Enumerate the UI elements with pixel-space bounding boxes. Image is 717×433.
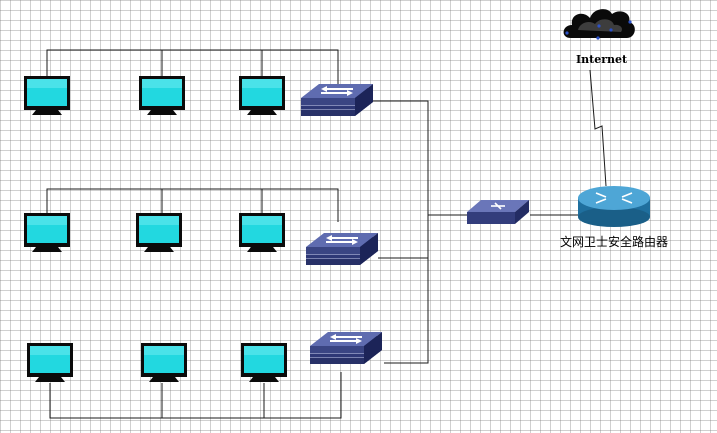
monitor-icon[interactable] (139, 76, 185, 115)
uplinks (372, 69, 607, 364)
core-switch-icon[interactable] (466, 199, 530, 225)
monitor-icon[interactable] (239, 76, 285, 115)
router-icon[interactable] (578, 186, 650, 227)
pc-row-1 (24, 76, 285, 115)
network-links (46, 49, 607, 419)
uplink-trunk (372, 100, 429, 364)
switch-icon[interactable] (305, 232, 379, 266)
link-router-internet (589, 69, 607, 187)
row2-bus-line (46, 188, 339, 222)
monitor-icon[interactable] (239, 213, 285, 252)
pc-row-3 (27, 343, 287, 382)
monitor-icon[interactable] (136, 213, 182, 252)
monitor-icon[interactable] (241, 343, 287, 382)
monitor-icon[interactable] (27, 343, 73, 382)
router-label: 文网卫士安全路由器 (560, 234, 668, 249)
switch-icon[interactable] (300, 83, 374, 117)
row1-bus-line (46, 49, 339, 84)
row2-links (46, 188, 339, 222)
monitor-icon[interactable] (24, 213, 70, 252)
pc-row-2 (24, 213, 285, 252)
monitor-icon[interactable] (141, 343, 187, 382)
switch-icon[interactable] (309, 331, 383, 365)
row3-bus-line (49, 372, 342, 419)
row3-links (49, 372, 342, 419)
internet-label: Internet (576, 53, 628, 66)
monitor-icon[interactable] (24, 76, 70, 115)
row1-links (46, 49, 339, 84)
cloud-icon[interactable] (563, 9, 635, 40)
